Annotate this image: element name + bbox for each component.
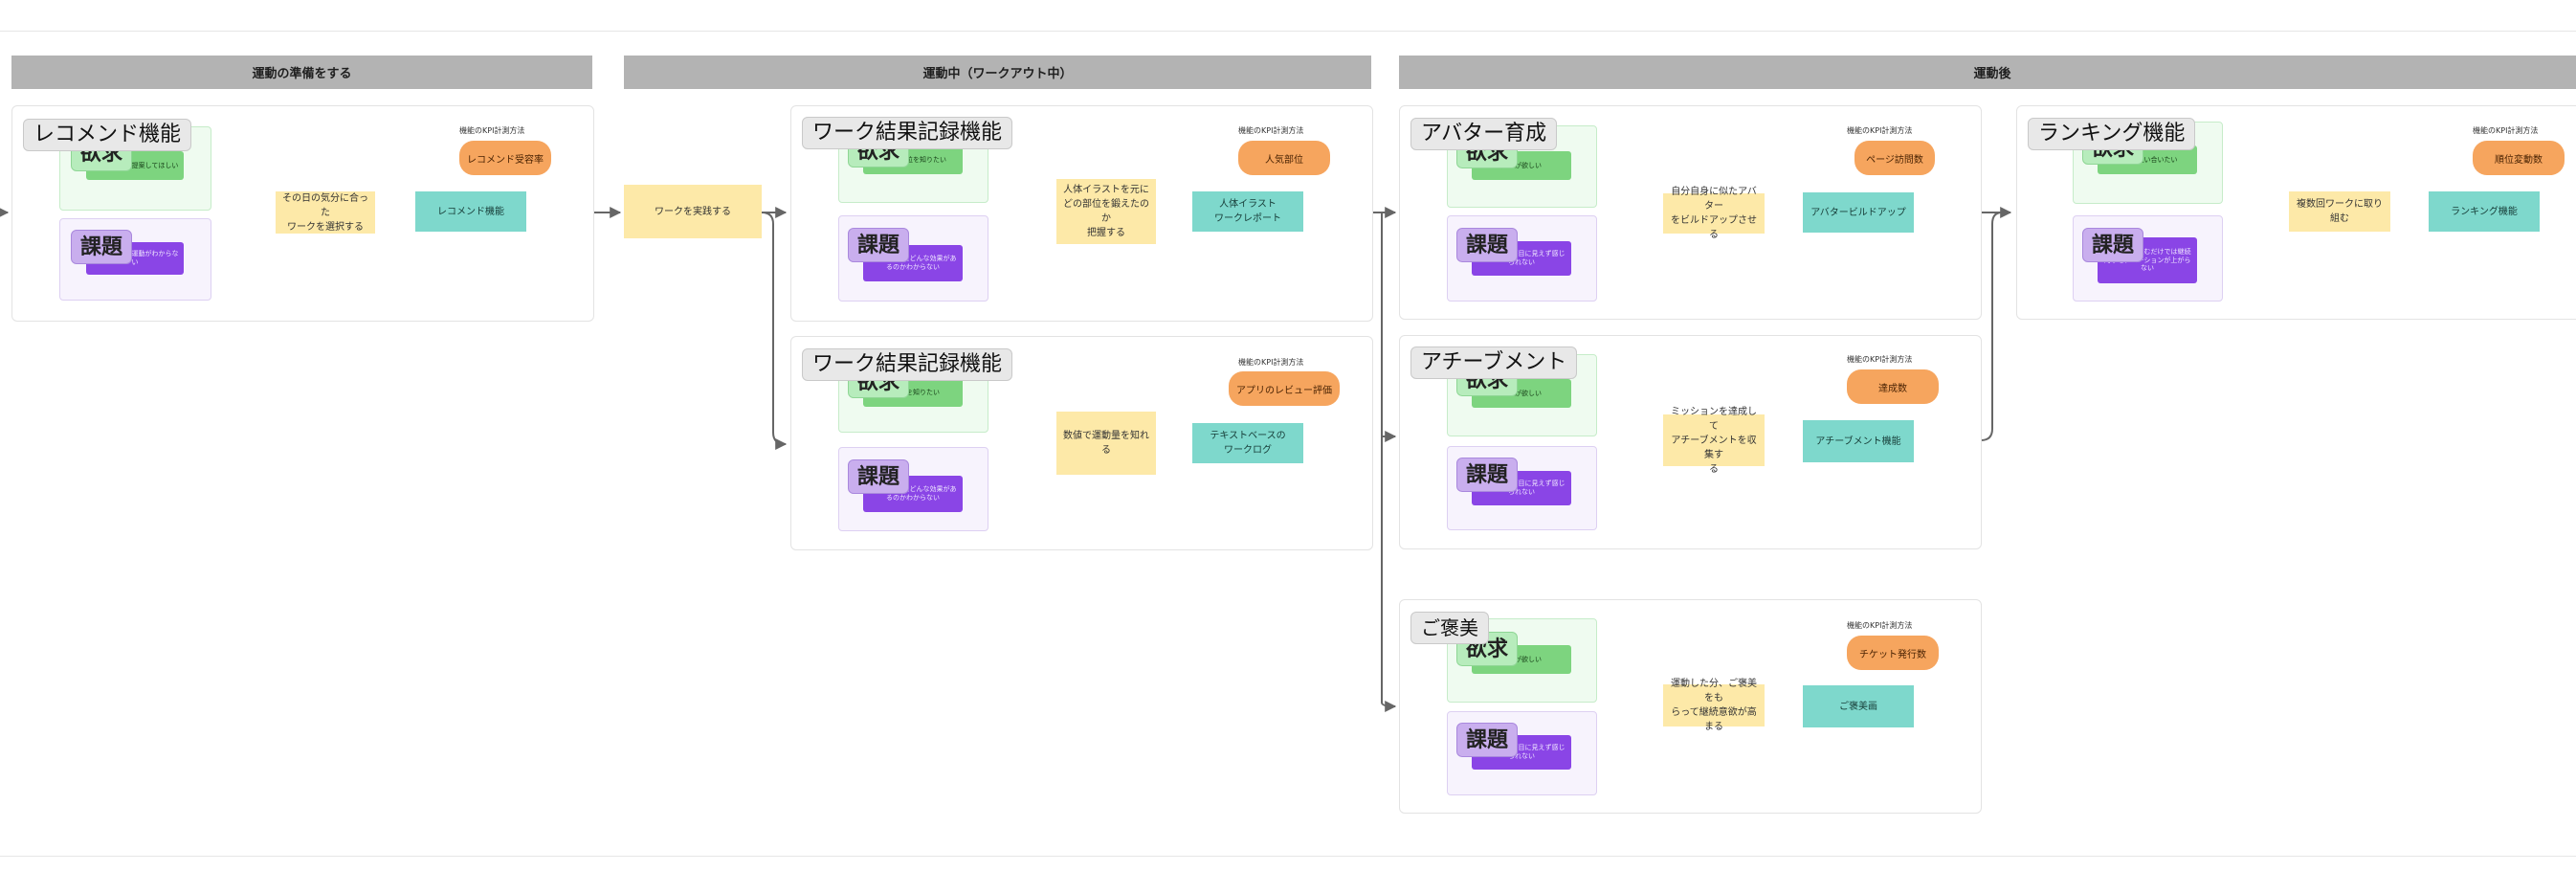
section-title-work-record: ワーク結果記録機能 (802, 348, 1013, 381)
section-title-recommend: レコメンド機能 (23, 119, 192, 151)
kpi-badge: チケット発行数 (1847, 636, 1939, 670)
issue-tag: 課題 (1456, 228, 1518, 262)
kpi-badge: 順位変動数 (2473, 141, 2565, 175)
kpi-badge: ページ訪問数 (1854, 141, 1935, 175)
kpi-badge: レコメンド受容率 (459, 141, 551, 175)
top-divider (0, 31, 2576, 32)
section-title-avatar: アバター育成 (1410, 118, 1558, 150)
issue-tag: 課題 (1456, 458, 1518, 492)
feature-card: ランキング機能 (2429, 191, 2540, 232)
bottom-divider (0, 856, 2576, 857)
workout-card: ワークを実践する (624, 185, 762, 238)
action-card: その日の気分に合った ワークを選択する (276, 191, 375, 234)
issue-tag: 課題 (71, 230, 132, 264)
kpi-label: 機能のKPI計測方法 (1238, 126, 1304, 135)
issue-tag: 課題 (1456, 723, 1518, 757)
action-card: 数値で運動量を知れる (1056, 412, 1156, 475)
kpi-label: 機能のKPI計測方法 (2473, 126, 2539, 135)
feature-card: ご褒美画 (1803, 685, 1914, 727)
action-card: ミッションを達成して アチーブメントを収集す る (1663, 407, 1765, 475)
feature-card: 人体イラスト ワークレポート (1192, 191, 1303, 232)
section-title-achievement: アチーブメント (1410, 346, 1578, 379)
issue-tag: 課題 (848, 459, 909, 494)
kpi-label: 機能のKPI計測方法 (1847, 355, 1913, 364)
phase-header-after: 運動後 (1399, 56, 2576, 89)
kpi-label: 機能のKPI計測方法 (459, 126, 525, 135)
phase-header-during: 運動中（ワークアウト中） (624, 56, 1371, 89)
kpi-label: 機能のKPI計測方法 (1238, 358, 1304, 367)
feature-card: アチーブメント機能 (1803, 420, 1914, 462)
action-card: 人体イラストを元に どの部位を鍛えたのか 把握する (1056, 179, 1156, 244)
issue-tag: 課題 (848, 228, 909, 262)
kpi-label: 機能のKPI計測方法 (1847, 126, 1913, 135)
feature-card: アバタービルドアップ (1803, 192, 1914, 233)
kpi-badge: 達成数 (1847, 369, 1939, 404)
phase-header-prep: 運動の準備をする (11, 56, 592, 89)
section-title-reward: ご褒美 (1410, 612, 1489, 644)
feature-card: テキストベースの ワークログ (1192, 423, 1303, 463)
kpi-badge: アプリのレビュー評価 (1229, 371, 1340, 406)
action-card: 自分自身に似たアバター をビルドアップさせる (1663, 187, 1765, 240)
action-card: 複数回ワークに取り組む (2289, 191, 2390, 232)
action-card: 運動した分、ご褒美をも らって継続意欲が高まる (1663, 679, 1765, 732)
feature-card: レコメンド機能 (415, 191, 526, 232)
issue-tag: 課題 (2082, 228, 2143, 262)
kpi-badge: 人気部位 (1238, 141, 1330, 175)
kpi-label: 機能のKPI計測方法 (1847, 621, 1913, 630)
section-title-ranking: ランキング機能 (2028, 118, 2196, 150)
section-title-work-record: ワーク結果記録機能 (802, 117, 1013, 149)
